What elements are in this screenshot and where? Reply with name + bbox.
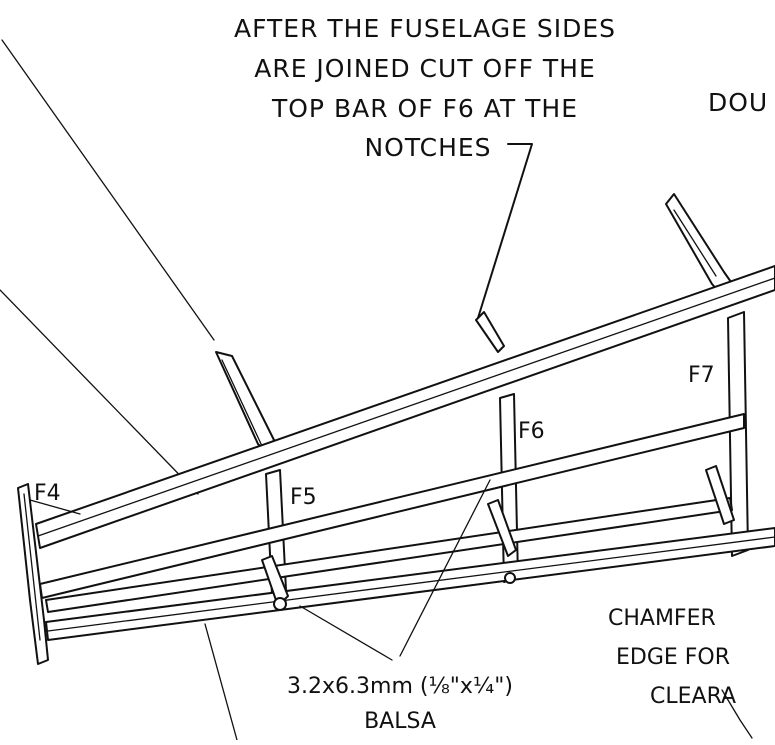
top-note-line-3: TOP BAR OF F6 AT THE bbox=[271, 94, 578, 123]
former-f6-foot bbox=[504, 572, 516, 584]
lower-notches bbox=[261, 465, 735, 611]
balsa-arrow-up bbox=[399, 479, 491, 657]
former-label-f6: F6 bbox=[518, 419, 545, 444]
leader-line-top-left bbox=[1, 39, 215, 341]
chamfer-note-line-3: CLEARA bbox=[650, 684, 736, 709]
balsa-note-line-1: 3.2x6.3mm (⅛"x¼") bbox=[287, 674, 513, 699]
former-f4 bbox=[17, 483, 81, 665]
note-arrows bbox=[299, 143, 533, 661]
leader-line-bottom bbox=[204, 623, 238, 741]
top-note-line-1: AFTER THE FUSELAGE SIDES bbox=[234, 14, 616, 43]
former-label-f4: F4 bbox=[34, 481, 61, 506]
former-f7-lower-notch bbox=[705, 465, 735, 525]
balsa-note-line-2: BALSA bbox=[364, 709, 436, 734]
upper-former-tabs bbox=[215, 193, 739, 453]
top-note-line-2: ARE JOINED CUT OFF THE bbox=[254, 54, 596, 83]
balsa-note: 3.2x6.3mm (⅛"x¼") BALSA bbox=[287, 674, 513, 734]
longerons bbox=[35, 265, 775, 641]
chamfer-note-line-1: CHAMFER bbox=[608, 606, 716, 631]
former-label-f5: F5 bbox=[290, 485, 317, 510]
notches-arrow bbox=[477, 143, 533, 319]
former-labels: F4 F5 F6 F7 bbox=[34, 363, 715, 510]
top-longeron-midline bbox=[37, 277, 775, 537]
former-f7-upper-tab-inner bbox=[673, 209, 717, 277]
former-f6-upper-tab bbox=[475, 311, 505, 353]
former-f6-lower-notch bbox=[487, 499, 517, 557]
leader-line-mid-left bbox=[0, 289, 199, 495]
top-note-line-4: NOTCHES bbox=[364, 133, 491, 162]
leader-line-chamfer bbox=[721, 689, 753, 739]
former-f5-upper-tab-inner bbox=[221, 359, 263, 447]
bottom-longeron-midline bbox=[47, 536, 775, 632]
former-f5-lower-notch bbox=[261, 555, 289, 607]
leader-lines bbox=[0, 39, 753, 741]
chamfer-note-line-2: EDGE FOR bbox=[616, 645, 730, 670]
balsa-arrow-left bbox=[299, 605, 393, 661]
right-top-note: DOU bbox=[708, 88, 768, 117]
former-f5-foot bbox=[273, 597, 287, 611]
former-f4-top-edge bbox=[29, 499, 81, 515]
chamfer-note: CHAMFER EDGE FOR CLEARA bbox=[608, 606, 736, 709]
former-label-f7: F7 bbox=[688, 363, 715, 388]
former-f4-edge bbox=[23, 493, 41, 641]
top-note: AFTER THE FUSELAGE SIDES ARE JOINED CUT … bbox=[234, 14, 616, 162]
